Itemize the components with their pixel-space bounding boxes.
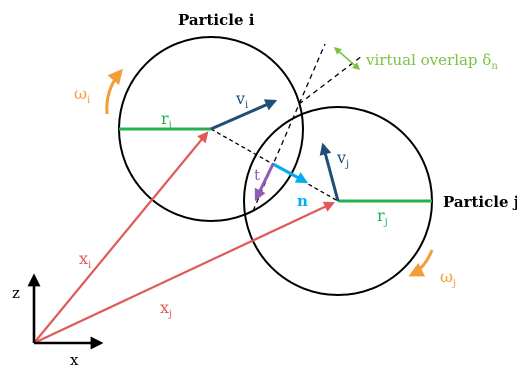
velocity-j-arrow [319, 142, 340, 202]
normal-label: n [297, 192, 308, 210]
position-vector-j [33, 201, 335, 344]
axis-z-label: z [12, 284, 20, 302]
omega-i-arc [105, 68, 123, 115]
overlap-arrow [333, 47, 361, 70]
normal-arrow [272, 162, 309, 184]
omega-j-arc [408, 249, 434, 277]
overlap-label: virtual overlap δn [365, 51, 498, 72]
particle-j-label: Particle j [443, 193, 517, 211]
axis-x-label: x [70, 351, 79, 369]
position-vector-i [33, 131, 209, 344]
radius-i-label: ri [161, 109, 172, 131]
tangent-arrow [254, 163, 275, 202]
position-j-label: xj [160, 298, 172, 320]
omega-i-label: ωi [74, 84, 90, 106]
omega-j-label: ωj [440, 267, 456, 289]
tangent-label: t [254, 166, 260, 184]
velocity-i-arrow [210, 99, 278, 131]
radius-j-label: rj [377, 206, 388, 228]
position-i-label: xi [79, 249, 91, 271]
particle-i-label: Particle i [178, 11, 255, 29]
velocity-i-label: vi [235, 89, 248, 111]
velocity-j-label: vj [336, 148, 349, 170]
